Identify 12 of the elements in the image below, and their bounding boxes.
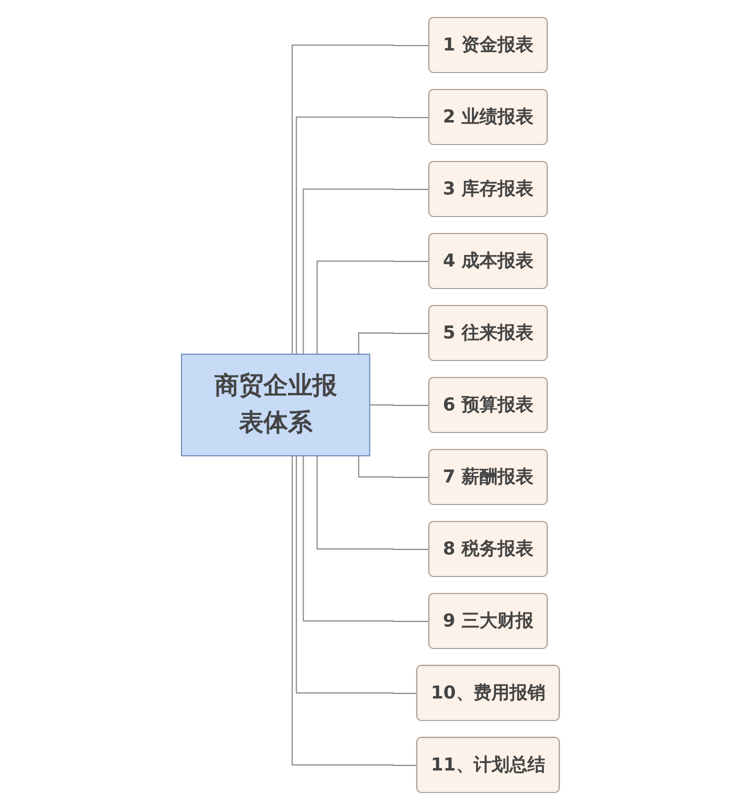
connector [302, 456, 430, 622]
connector [296, 456, 418, 694]
node-box: 商贸企业报表体系 [181, 354, 370, 456]
connector [369, 404, 430, 406]
connector [358, 456, 430, 478]
connector [302, 188, 430, 354]
connector [292, 456, 418, 766]
connector [296, 116, 430, 354]
connector [316, 456, 430, 550]
connector [316, 260, 430, 354]
connector [358, 332, 430, 354]
connector [292, 44, 430, 354]
